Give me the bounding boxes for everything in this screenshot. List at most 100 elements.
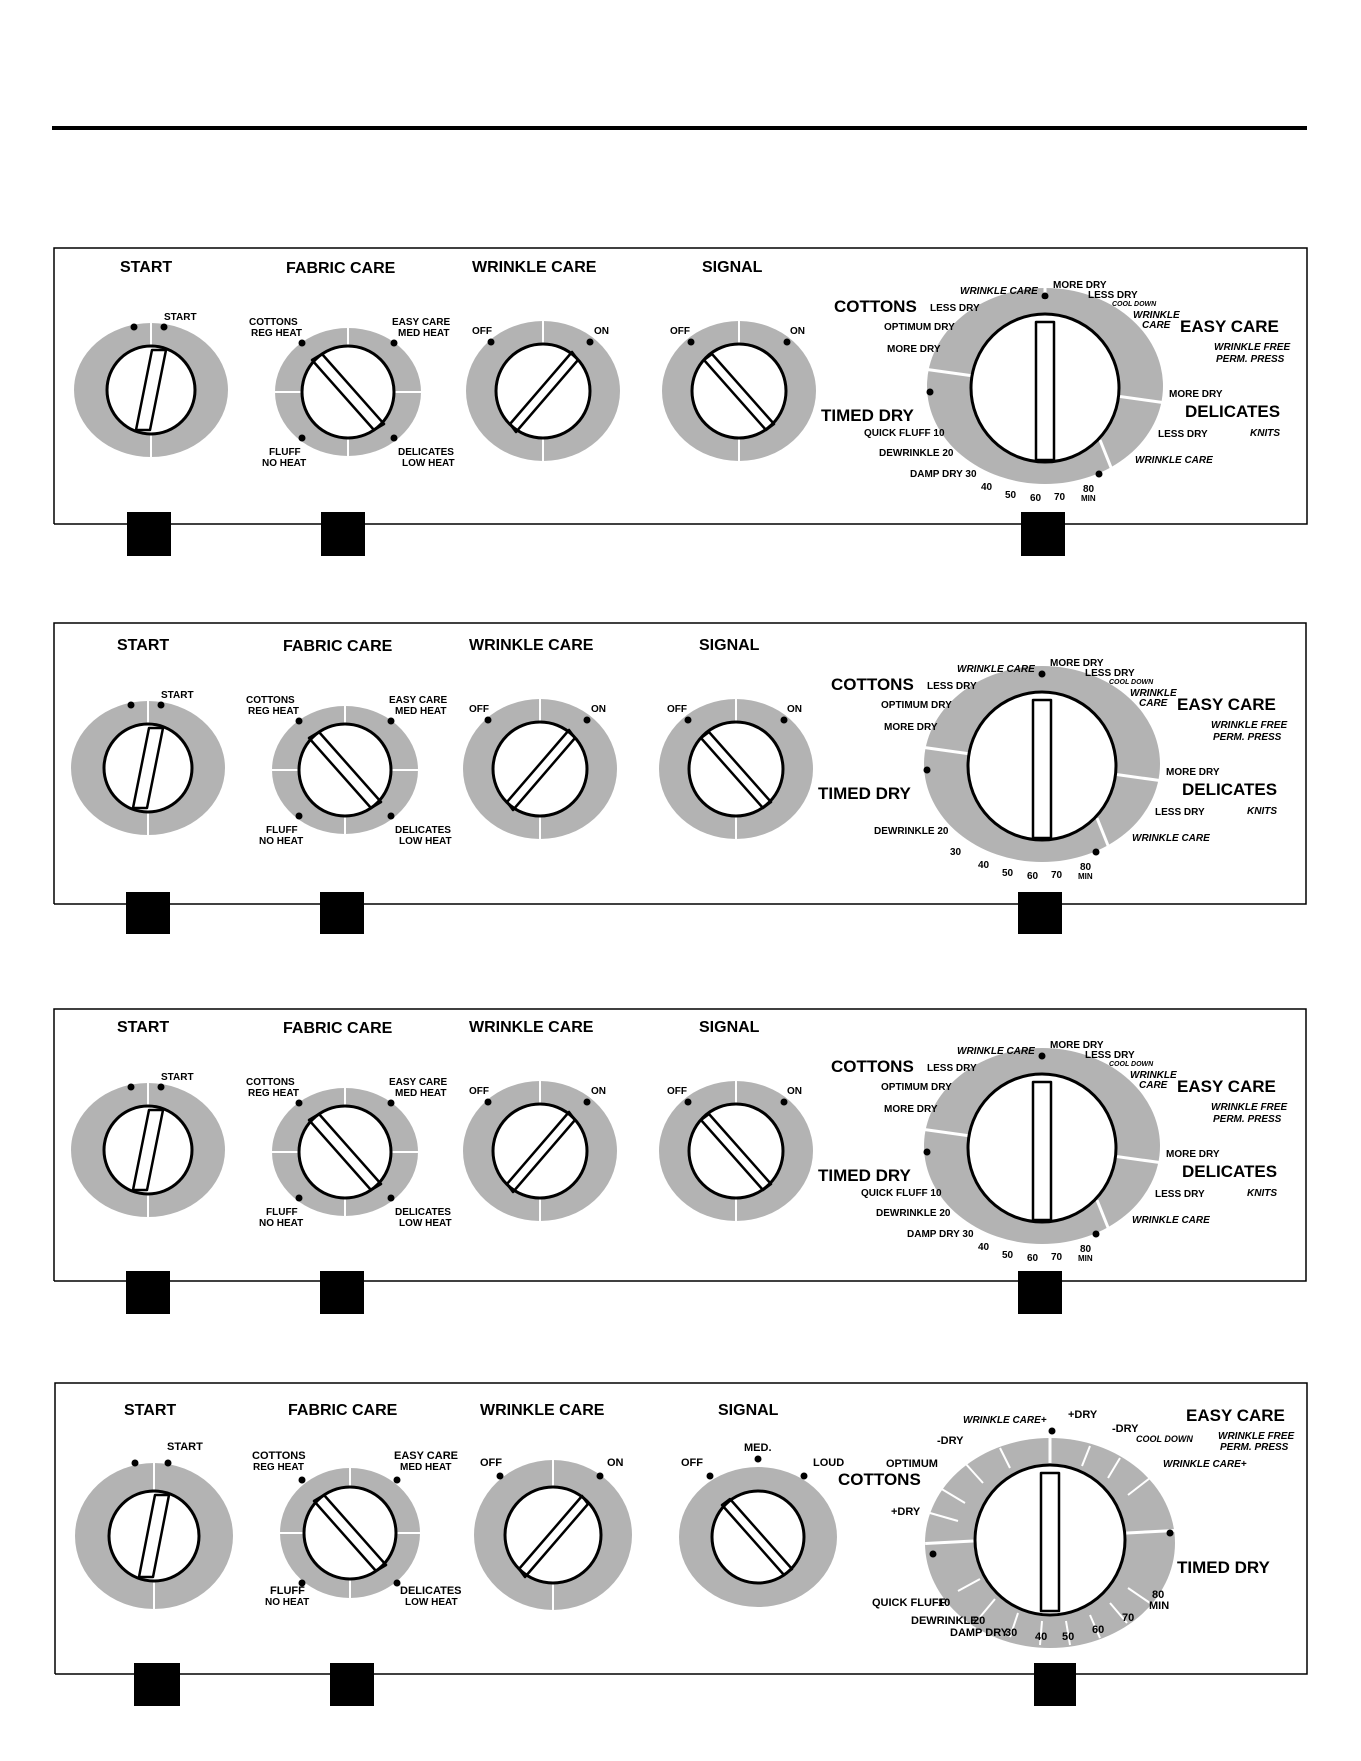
fabric-no-heat: NO HEAT	[265, 1597, 309, 1608]
fabric-easy-care: EASY CARE	[392, 317, 450, 328]
cycle-delicates: DELICATES	[1182, 780, 1277, 799]
cycle-t30: 30	[1005, 1627, 1017, 1639]
cycle-wrinkle-care-cottons: WRINKLE CARE	[957, 1046, 1035, 1057]
start-knob[interactable]	[74, 323, 228, 457]
wrinkle-on: ON	[607, 1457, 624, 1469]
cycle-delicates: DELICATES	[1182, 1162, 1277, 1181]
cycle-t80: 80	[1152, 1589, 1164, 1601]
fabric-title: FABRIC CARE	[288, 1402, 398, 1419]
wrinkle-care-knob[interactable]	[466, 321, 620, 461]
callout-box-start	[126, 892, 170, 934]
cycle-wrinkle-free: WRINKLE FREE	[1211, 720, 1287, 731]
callout-box-start	[126, 1271, 170, 1314]
signal-title: SIGNAL	[699, 1019, 760, 1036]
cycle-t50: 50	[1062, 1631, 1074, 1643]
cycle-knob[interactable]	[923, 1048, 1161, 1244]
signal-title: SIGNAL	[718, 1402, 779, 1419]
signal-off: OFF	[670, 326, 690, 337]
cycle-optimum-dry: OPTIMUM DRY	[881, 1082, 952, 1093]
cycle-t70: 70	[1054, 492, 1066, 503]
cycle-dewrinkle: DEWRINKLE 20	[879, 448, 954, 459]
signal-on: ON	[787, 1086, 802, 1097]
start-label: START	[161, 690, 194, 701]
signal-knob[interactable]	[659, 699, 813, 839]
fabric-low-heat: LOW HEAT	[402, 458, 455, 469]
cycle-cottons: COTTONS	[831, 675, 914, 694]
cycle-t80: 80	[1080, 862, 1092, 873]
cycle-more-dry-delicates: MORE DRY	[1166, 1149, 1220, 1160]
start-title: START	[117, 637, 169, 654]
fabric-cottons: COTTONS	[246, 695, 295, 706]
fabric-reg-heat: REG HEAT	[253, 1462, 304, 1473]
cycle-wrinkle-easy-1: WRINKLE	[1130, 688, 1177, 699]
cycle-t60: 60	[1027, 871, 1039, 882]
cycle-cool-down: COOL DOWN	[1112, 301, 1157, 308]
cycle-more-dry-top: MORE DRY	[1053, 280, 1107, 291]
fabric-no-heat: NO HEAT	[259, 1218, 303, 1229]
start-label: START	[167, 1441, 203, 1453]
cycle-cottons: COTTONS	[838, 1470, 921, 1489]
fabric-title: FABRIC CARE	[283, 1020, 393, 1037]
cycle-t50: 50	[1002, 1250, 1014, 1261]
cycle-less-dry-cottons: LESS DRY	[927, 1063, 977, 1074]
cycle-less-dry-cottons: LESS DRY	[930, 303, 980, 314]
fabric-care-knob[interactable]	[272, 706, 418, 834]
cycle-knob[interactable]	[923, 666, 1161, 862]
cycle-optimum-dry: OPTIMUM DRY	[884, 322, 955, 333]
cycle-wrinkle-care-delicates: WRINKLE CARE	[1132, 833, 1210, 844]
cycle-less-dry-delicates: LESS DRY	[1158, 429, 1208, 440]
cycle-perm-press: PERM. PRESS	[1216, 354, 1285, 365]
cycle-wrinkle-easy-2: CARE	[1139, 698, 1168, 709]
wrinkle-care-knob[interactable]	[474, 1460, 632, 1610]
signal-knob[interactable]	[659, 1081, 813, 1221]
fabric-care-knob[interactable]	[280, 1468, 420, 1598]
fabric-care-knob[interactable]	[272, 1088, 418, 1216]
start-knob[interactable]	[71, 1083, 225, 1217]
fabric-care-knob[interactable]	[275, 328, 421, 456]
cycle-less-dry-easy: LESS DRY	[1085, 1050, 1135, 1061]
cycle-min: MIN	[1081, 494, 1096, 503]
wrinkle-care-knob[interactable]	[463, 1081, 617, 1221]
cycle-optimum-dry: OPTIMUM DRY	[881, 700, 952, 711]
start-knob[interactable]	[75, 1459, 233, 1610]
wrinkle-care-knob[interactable]	[463, 699, 617, 839]
cycle-t40: 40	[1035, 1631, 1047, 1643]
cycle-cool-down: COOL DOWN	[1136, 1434, 1193, 1444]
start-title: START	[117, 1019, 169, 1036]
wrinkle-off: OFF	[480, 1457, 502, 1469]
fabric-reg-heat: REG HEAT	[251, 328, 302, 339]
signal-knob[interactable]	[662, 321, 816, 461]
cycle-wrinkle-easy-1: WRINKLE	[1130, 1070, 1177, 1081]
cycle-less-dry-cottons: LESS DRY	[927, 681, 977, 692]
cycle-more-dry-top: MORE DRY	[1050, 1040, 1104, 1051]
cycle-t30: 30	[950, 847, 962, 858]
cycle-damp-dry: DAMP DRY	[950, 1627, 1009, 1639]
cycle-dewrinkle: DEWRINKLE 20	[874, 826, 949, 837]
signal-off: OFF	[667, 704, 687, 715]
cycle-knob[interactable]	[925, 1427, 1175, 1649]
fabric-cottons: COTTONS	[246, 1077, 295, 1088]
cycle-t40: 40	[978, 1242, 990, 1253]
cycle-cool-down: COOL DOWN	[1109, 679, 1154, 686]
fabric-fluff: FLUFF	[269, 447, 301, 458]
fabric-easy-care: EASY CARE	[389, 695, 447, 706]
cycle-t70: 70	[1051, 1252, 1063, 1263]
cycle-quick-fluff: QUICK FLUFF 10	[861, 1188, 942, 1199]
cycle-delicates: DELICATES	[1185, 402, 1280, 421]
fabric-reg-heat: REG HEAT	[248, 706, 299, 717]
signal-knob[interactable]	[679, 1455, 837, 1608]
cycle-t70: 70	[1051, 870, 1063, 881]
callout-box-cycle	[1021, 512, 1065, 556]
cycle-perm-press: PERM. PRESS	[1220, 1442, 1289, 1453]
signal-off: OFF	[681, 1457, 703, 1469]
wrinkle-off: OFF	[469, 1086, 489, 1097]
fabric-low-heat: LOW HEAT	[399, 836, 452, 847]
header-rule	[52, 126, 1307, 130]
fabric-delicates: DELICATES	[395, 1207, 451, 1218]
cycle-knob[interactable]	[926, 288, 1164, 484]
cycle-less-dry-easy: LESS DRY	[1085, 668, 1135, 679]
start-knob[interactable]	[71, 701, 225, 835]
cycle-t80: 80	[1083, 484, 1095, 495]
fabric-no-heat: NO HEAT	[262, 458, 306, 469]
